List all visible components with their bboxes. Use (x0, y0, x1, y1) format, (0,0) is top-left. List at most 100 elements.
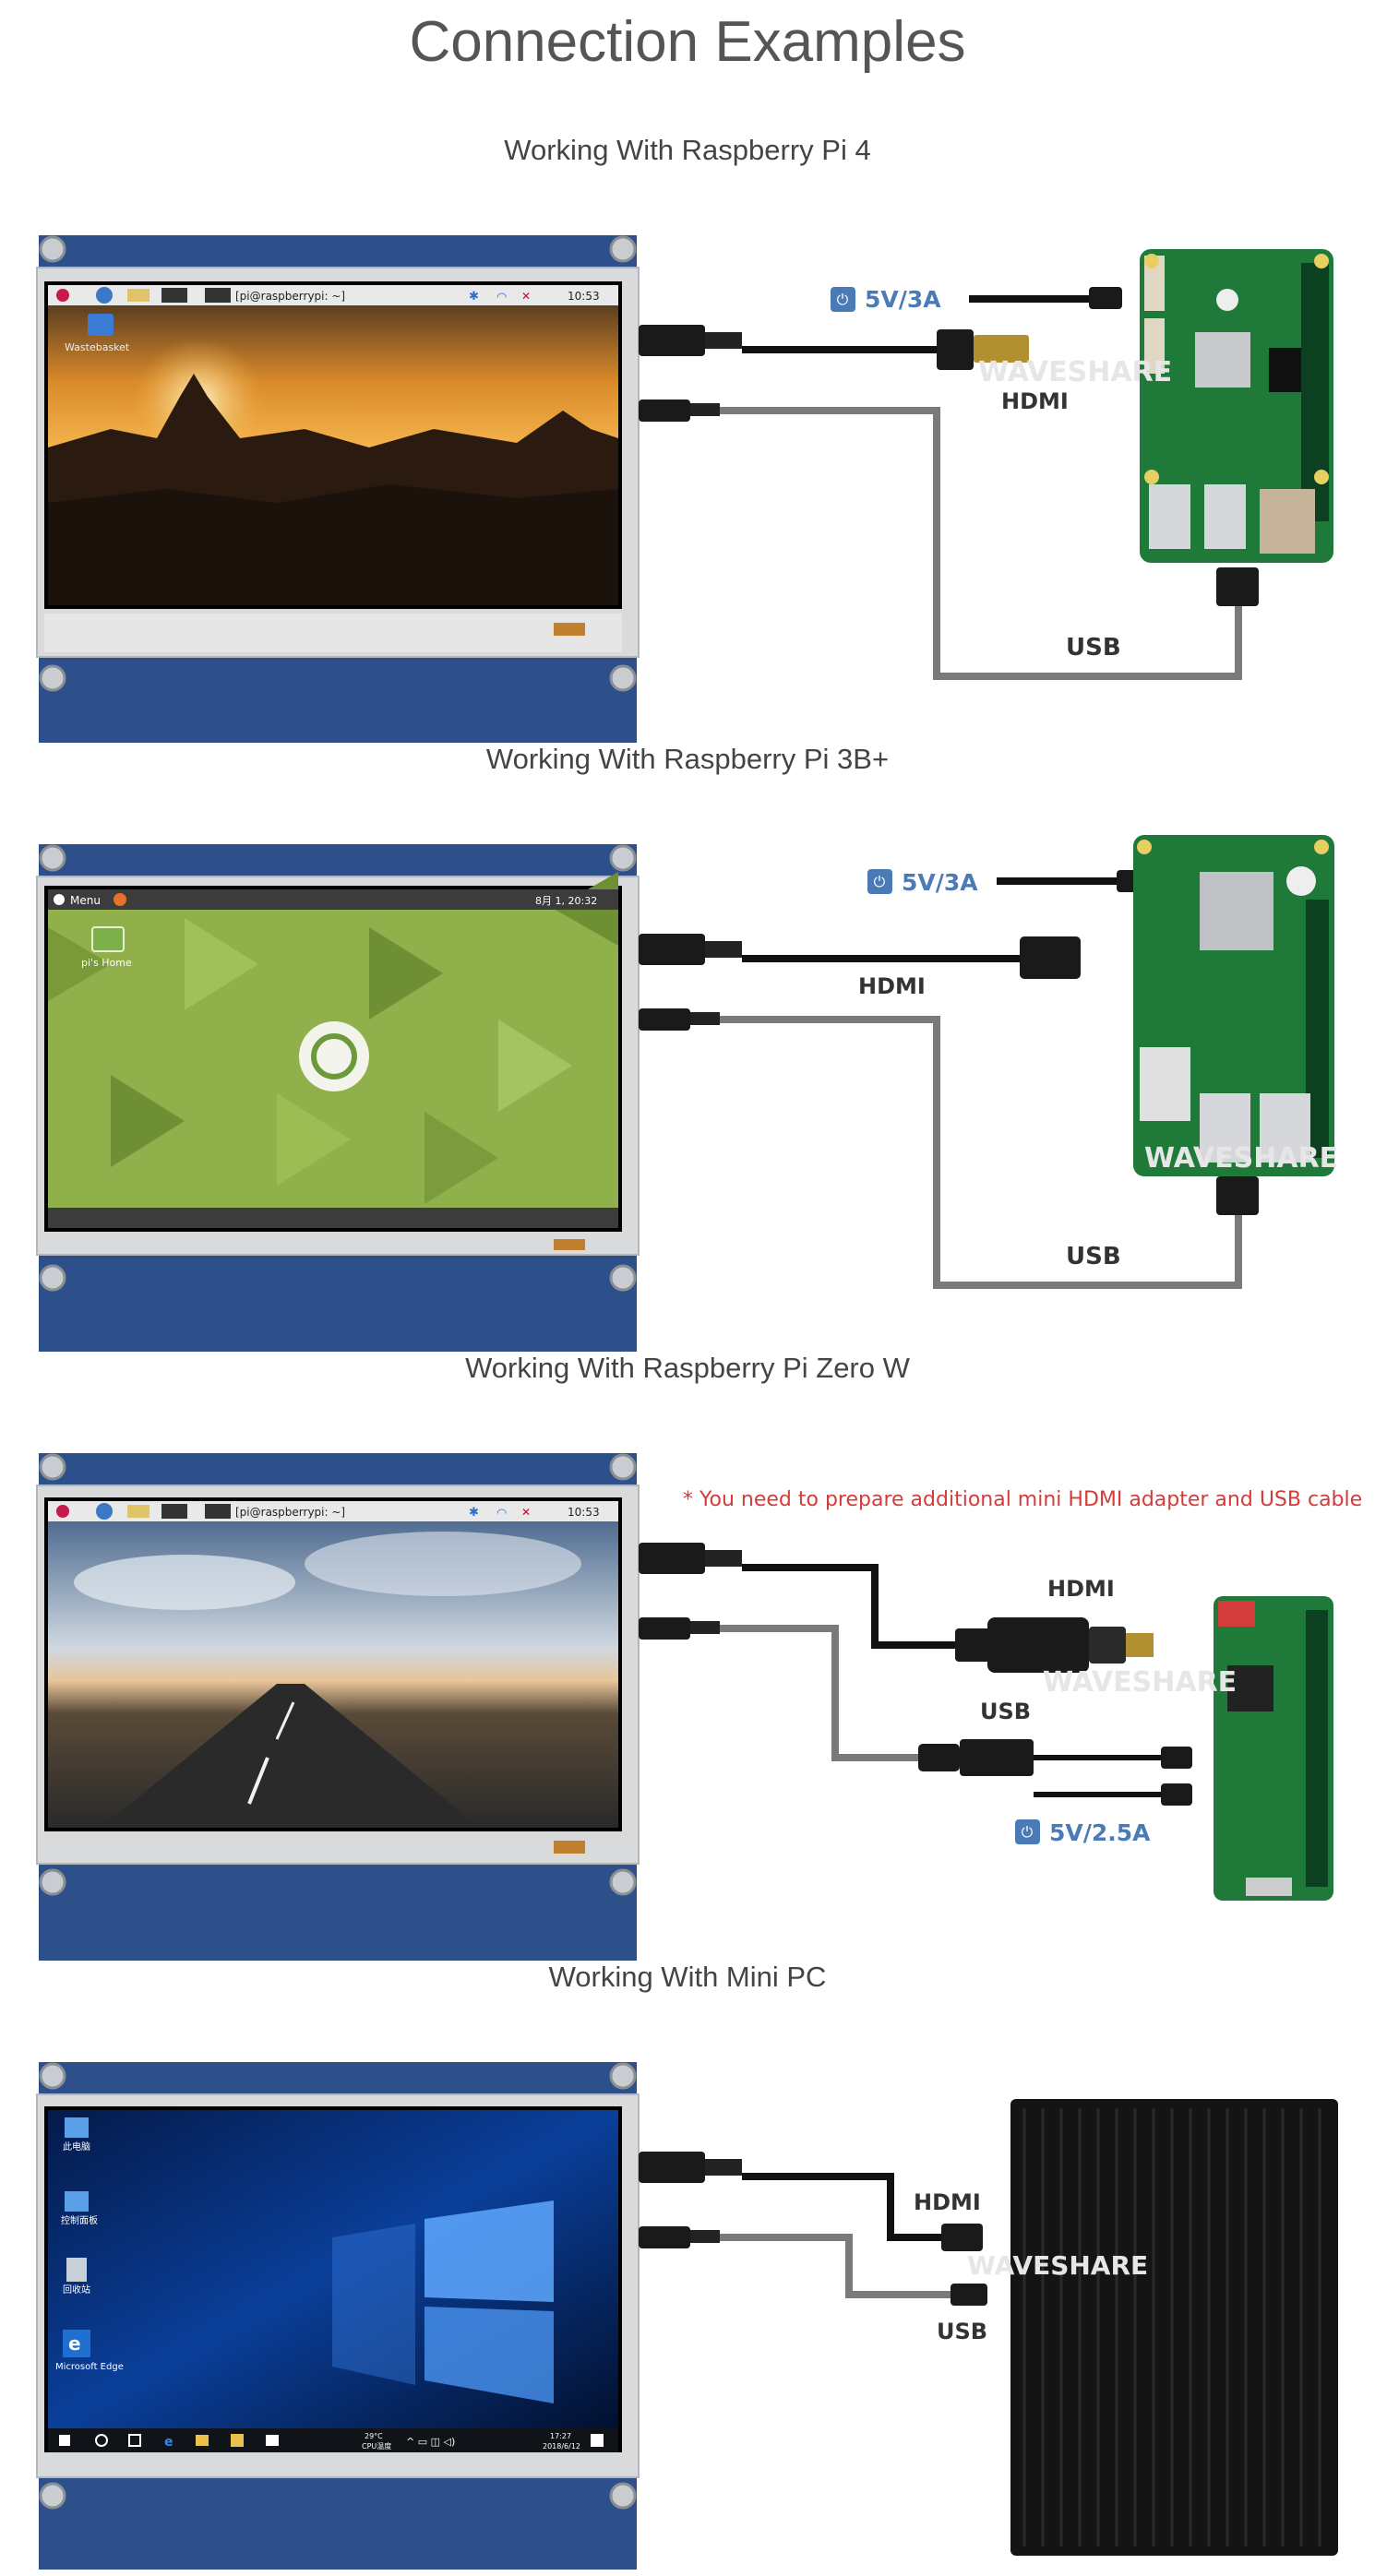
terminal-icon (205, 1504, 231, 1519)
clock-time: 17:27 (550, 2432, 571, 2440)
mount-hole (39, 235, 66, 263)
bottom-panel (48, 1208, 618, 1228)
diagram-raspberry-pi-zero-w: [pi@raspberrypi: ~] ✱ ◠ ✕ 10:53 (36, 1453, 1362, 1961)
power-icon (867, 869, 892, 894)
task-view-icon (128, 2434, 141, 2447)
power-label: 5V/2.5A (1049, 1819, 1151, 1846)
mini-pc (1010, 2099, 1338, 2556)
power-label: 5V/3A (865, 286, 941, 313)
section-raspberry-pi-zero-w: Working With Raspberry Pi Zero W (0, 1352, 1375, 1961)
usb-label: USB (1066, 634, 1121, 662)
mount-hole (39, 1453, 66, 1481)
firefox-icon (114, 893, 126, 906)
taskbar-user: [pi@raspberrypi: ~] (235, 290, 345, 303)
power-icon (1015, 1819, 1040, 1844)
store-icon (231, 2434, 244, 2447)
mount-hole (609, 2062, 637, 2090)
search-icon (95, 2434, 108, 2447)
hdmi-adapter (987, 1617, 1089, 1673)
lcd-display: 此电脑 控制面板 回收站 e Microsoft Edge e 29°C CPU… (36, 2062, 640, 2570)
clock: 8月 1, 20:32 (535, 895, 597, 907)
raspberry-pi-zero-w-board (1214, 1596, 1333, 1901)
menu-icon (54, 894, 65, 905)
watermark: WAVESHARE (967, 2250, 1148, 2281)
section-title: Working With Raspberry Pi 3B+ (485, 743, 890, 775)
svg-text:e: e (68, 2332, 81, 2355)
power-cable (969, 287, 1122, 309)
mount-hole (609, 1453, 637, 1481)
power-glyph: ⏻ (837, 291, 849, 308)
tray-icons: ^ ▭ ◫ ◁) (406, 2436, 455, 2448)
wifi-icon: ◠ (496, 291, 507, 304)
folder-icon (127, 289, 149, 302)
windows-taskbar (48, 2428, 618, 2452)
recycle-bin-icon (66, 2258, 87, 2282)
usb-label: USB (1066, 1243, 1121, 1270)
mount-hole (609, 1868, 637, 1896)
mount-hole (39, 1264, 66, 1292)
power-label: 5V/3A (902, 869, 978, 896)
mount-hole (39, 1868, 66, 1896)
power-cable (997, 870, 1150, 892)
desktop-icon-label: Wastebasket (65, 341, 130, 353)
hdmi-label: HDMI (858, 973, 926, 999)
diagram-raspberry-pi-3b-plus: Menu 8月 1, 20:32 pi's Home (36, 835, 1338, 1352)
desktop-icon-label: 此电脑 (63, 2141, 90, 2153)
watermark: WAVESHARE (978, 356, 1172, 388)
watermark: WAVESHARE (1144, 1142, 1338, 1175)
tray-cpu: CPU温度 (362, 2441, 391, 2451)
hdmi-label: HDMI (1001, 388, 1069, 414)
raspberry-icon (56, 289, 69, 302)
section-raspberry-pi-3b-plus: Working With Raspberry Pi 3B+ Menu (0, 743, 1375, 1352)
section-mini-pc: Working With Mini PC 此电脑 控制面板 (0, 1961, 1375, 2570)
section-title: Working With Raspberry Pi 4 (504, 134, 871, 166)
mount-hole (39, 2062, 66, 2090)
edge-taskbar-icon: e (164, 2435, 173, 2450)
usb-cable (639, 1008, 1259, 1289)
browser-icon (96, 287, 113, 304)
power-cable (1034, 1783, 1192, 1806)
wastebasket-icon (88, 314, 114, 336)
notification-icon (591, 2434, 604, 2447)
diagram-mini-pc: 此电脑 控制面板 回收站 e Microsoft Edge e 29°C CPU… (36, 2062, 1338, 2570)
mount-hole (609, 844, 637, 872)
mount-hole (609, 1264, 637, 1292)
home-folder-icon (91, 926, 125, 952)
hdmi-cable (639, 2152, 983, 2251)
usb-otg-adapter (960, 1739, 1034, 1776)
hdmi-cable (639, 325, 1029, 370)
diagram-raspberry-pi-4: [pi@raspberrypi: ~] ✱ ◠ ✕ 10:53 Wastebas… (36, 235, 1333, 743)
top-panel (48, 889, 618, 910)
desktop-icon-label: 回收站 (63, 2284, 90, 2296)
page-title: Connection Examples (409, 10, 966, 74)
mount-hole (39, 2482, 66, 2510)
mount-hole (39, 844, 66, 872)
taskbar (48, 285, 618, 305)
requirement-note: * You need to prepare additional mini HD… (683, 1488, 1362, 1511)
hdmi-label: HDMI (914, 2189, 981, 2215)
watermark: WAVESHARE (1043, 1666, 1237, 1699)
mount-hole (609, 664, 637, 692)
clock-date: 2018/6/12 (543, 2442, 580, 2451)
mate-logo (299, 1021, 369, 1091)
tray-temp: 29°C (365, 2432, 383, 2440)
power-icon (831, 287, 855, 312)
clock: 10:53 (568, 1506, 600, 1519)
clock: 10:53 (568, 290, 600, 303)
lcd-display: [pi@raspberrypi: ~] ✱ ◠ ✕ 10:53 (36, 1453, 640, 1961)
menu-label: Menu (70, 894, 101, 907)
desktop-icon-label: Microsoft Edge (55, 2362, 124, 2372)
lcd-display: Menu 8月 1, 20:32 pi's Home (36, 844, 640, 1352)
raspberry-icon (56, 1505, 69, 1518)
edge-icon (63, 2330, 90, 2357)
section-title: Working With Mini PC (548, 1961, 827, 1993)
raspberry-pi-4-board (1140, 249, 1333, 563)
usb-cable (639, 400, 1259, 680)
taskbar-user: [pi@raspberrypi: ~] (235, 1506, 345, 1519)
wifi-icon: ◠ (496, 1507, 507, 1521)
usb-cable (639, 1617, 1192, 1776)
terminal-icon (161, 288, 187, 303)
lcd-display: [pi@raspberrypi: ~] ✱ ◠ ✕ 10:53 Wastebas… (36, 235, 640, 743)
volume-icon: ✕ (521, 290, 531, 303)
control-panel-icon (65, 2191, 89, 2212)
